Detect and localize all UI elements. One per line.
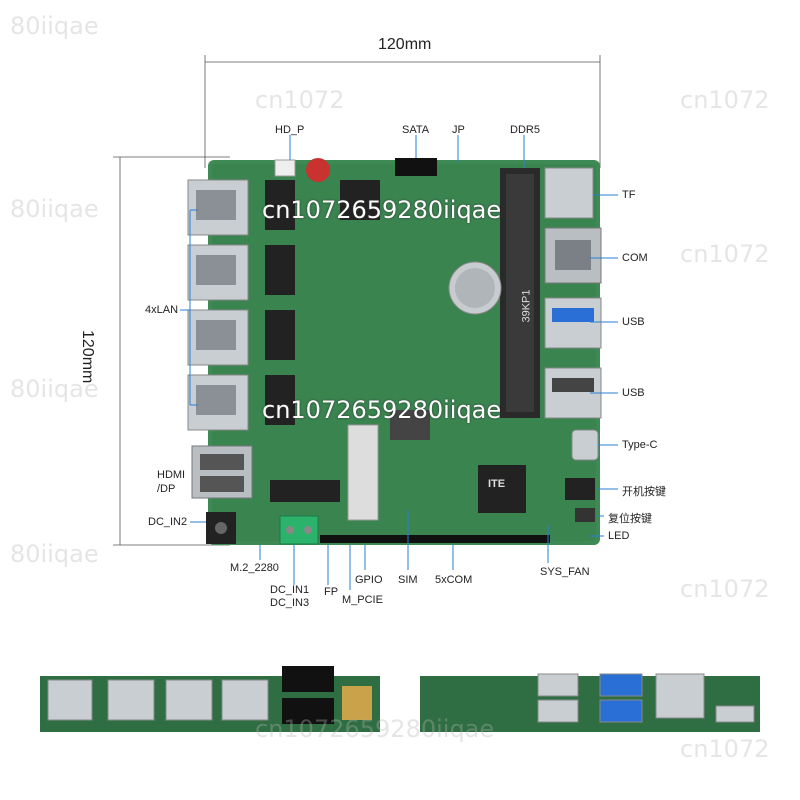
- sys-fan-label: SYS_FAN: [540, 566, 590, 578]
- usb-top-label: USB: [622, 316, 645, 328]
- led-label: LED: [608, 530, 630, 542]
- pin-header-row: [320, 535, 550, 543]
- type-c-port: [571, 429, 599, 461]
- watermark: cn1072: [680, 86, 770, 114]
- hd-p-label: HD_P: [275, 124, 305, 136]
- dc-in1-terminal: [279, 515, 319, 545]
- watermark: cn1072659280iiqae: [255, 715, 495, 743]
- m-pcie-label: M_PCIE: [342, 594, 383, 606]
- hdmi-dp-label: HDMI /DP: [157, 469, 186, 495]
- power-button-label: 开机按键: [622, 486, 666, 498]
- reset-button-label: 复位按键: [608, 513, 652, 525]
- usb-bottom-label: USB: [622, 387, 645, 399]
- gpio-label: GPIO: [355, 574, 383, 586]
- watermark: cn1072: [680, 240, 770, 268]
- ite-chip-text: ITE: [488, 478, 506, 490]
- lan-label: 4xLAN: [145, 304, 179, 316]
- lan-ports: [187, 179, 249, 431]
- watermark: 80iiqae: [10, 540, 99, 568]
- hd-p-connector: [274, 159, 296, 177]
- fp-label: FP: [324, 586, 339, 598]
- watermark: 80iiqae: [10, 12, 99, 40]
- tf-label: TF: [622, 189, 636, 201]
- type-c-label: Type-C: [622, 439, 658, 451]
- sim-label: SIM: [398, 574, 418, 586]
- dc-in1-label: DC_IN1: [270, 584, 310, 596]
- com-label: COM: [622, 252, 648, 264]
- tf-slot: [544, 167, 594, 219]
- m2-slot: [270, 480, 340, 502]
- watermark: cn1072659280iiqae: [262, 196, 502, 224]
- sata-label: SATA: [402, 124, 430, 136]
- jp-label: JP: [452, 124, 465, 136]
- leader-lines: [180, 135, 618, 590]
- ite-chip: [478, 465, 526, 513]
- power-button-part: [565, 478, 595, 500]
- dc-in2-label: DC_IN2: [148, 516, 188, 528]
- usb-port-top: [544, 297, 602, 349]
- watermark: cn1072: [680, 575, 770, 603]
- dc-in3-label: DC_IN3: [270, 597, 310, 609]
- com5-label: 5xCOM: [435, 574, 473, 586]
- reset-button-part: [575, 508, 595, 522]
- width-dimension-label: 120mm: [378, 36, 432, 53]
- dimension-lines: [113, 55, 601, 546]
- watermark: cn1072659280iiqae: [262, 396, 502, 424]
- ddr5-label: DDR5: [510, 124, 540, 136]
- watermark: cn1072: [255, 86, 345, 114]
- sata-connector: [395, 158, 437, 176]
- m-pcie-slot: [347, 424, 379, 521]
- capacitor: [306, 158, 330, 182]
- watermark: cn1072: [680, 735, 770, 763]
- slot-silkscreen-text: 39KP1: [520, 289, 533, 323]
- m2-label: M.2_2280: [230, 562, 279, 574]
- watermark: 80iiqae: [10, 195, 99, 223]
- watermark: 80iiqae: [10, 375, 99, 403]
